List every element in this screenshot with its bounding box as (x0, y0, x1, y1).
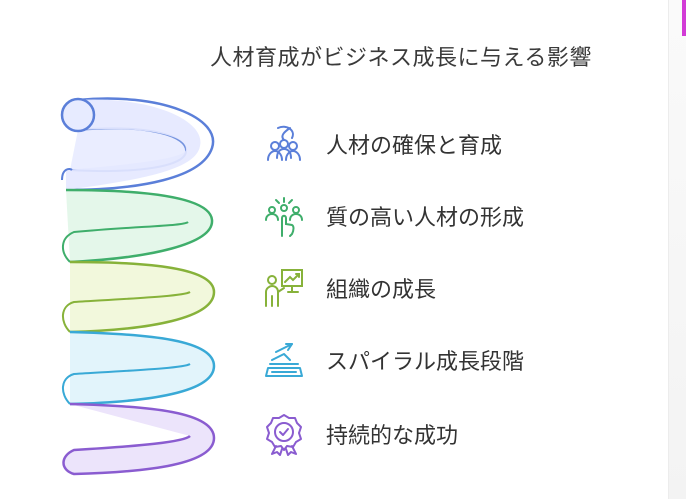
people-group-icon (267, 125, 301, 161)
right-edge-panel (668, 0, 686, 499)
team-hand-pointer-icon (265, 197, 303, 237)
list-item-spiral-growth: スパイラル成長段階 (262, 338, 524, 382)
item-label: 持続的な成功 (326, 424, 459, 449)
spiral-segment-cyan (62, 330, 216, 406)
spiral-segment-blue (60, 97, 215, 192)
spiral-segment-green (62, 188, 214, 264)
growth-stage-icon (265, 343, 303, 377)
spiral-segment-olive (62, 260, 216, 334)
right-edge-accent (682, 0, 686, 36)
presenter-chart-icon (265, 269, 303, 307)
item-label: スパイラル成長段階 (326, 350, 525, 375)
list-item-quality-talent: 質の高い人材の形成 (262, 194, 524, 238)
item-label: 人材の確保と育成 (326, 134, 503, 159)
spiral-segment-purple (62, 402, 216, 476)
award-badge-icon (266, 414, 302, 456)
item-label: 質の高い人材の形成 (326, 206, 525, 231)
list-item-sustained-success: 持続的な成功 (262, 412, 458, 456)
list-item-org-growth: 組織の成長 (262, 266, 436, 310)
list-item-talent-acquisition: 人材の確保と育成 (262, 122, 502, 166)
item-label: 組織の成長 (326, 278, 437, 303)
diagram-title: 人材育成がビジネス成長に与える影響 (210, 46, 592, 71)
